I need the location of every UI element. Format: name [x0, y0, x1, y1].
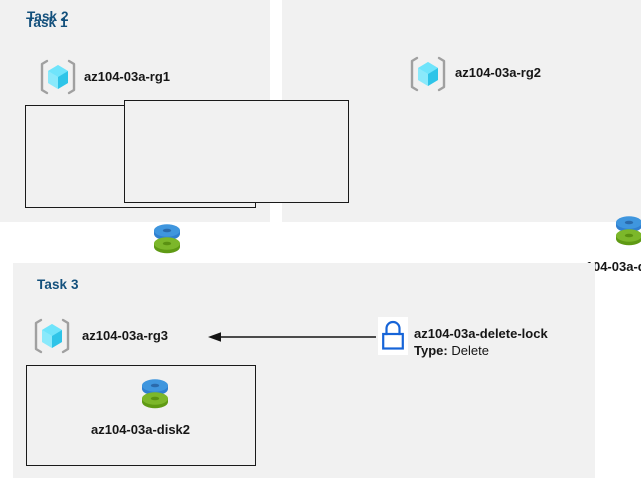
panel-task-3: Task 3 az104-03a-rg3 az104-03a — [13, 263, 595, 478]
panel-title-task-1: Task 1 — [26, 15, 68, 30]
panel-title-task-3: Task 3 — [37, 277, 79, 292]
resource-group-icon — [38, 58, 78, 96]
padlock-icon — [378, 317, 408, 355]
resource-group-icon — [408, 55, 448, 93]
resource-group-label: az104-03a-rg1 — [84, 69, 170, 84]
panel-title-task-2: Task 2 — [27, 9, 69, 24]
resource-group-icon — [32, 317, 72, 355]
lock-name-label: az104-03a-delete-lock — [414, 326, 548, 341]
resource-group-label: az104-03a-rg2 — [455, 65, 541, 80]
arrow-lock-to-resource-group — [208, 332, 376, 342]
lock-type-value: Delete — [451, 343, 489, 358]
resource-group-label: az104-03a-rg3 — [82, 328, 168, 343]
resource-container-task-3: az104-03a-disk2 — [26, 365, 256, 466]
managed-disk-icon — [136, 376, 174, 414]
lock-type-key: Type: — [414, 343, 448, 358]
managed-disk-icon — [148, 221, 186, 259]
resource-container-task-2: az104-03a-disk1 — [124, 100, 641, 274]
resource-label: az104-03a-disk2 — [91, 422, 191, 437]
lock-type-row: Type: Delete — [414, 343, 489, 358]
managed-disk-icon — [610, 213, 641, 251]
